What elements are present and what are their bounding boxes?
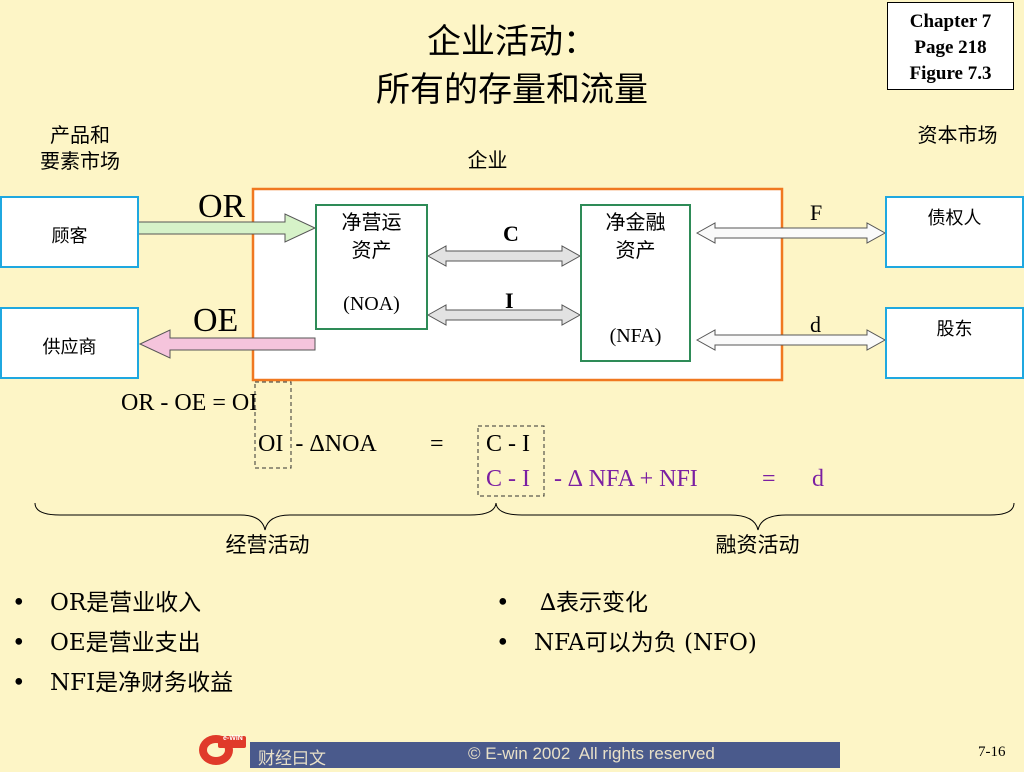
ci-dashed-box <box>477 425 545 497</box>
bullet-delta: ∆表示变化 <box>540 590 649 616</box>
i-label: I <box>505 288 514 313</box>
logo-text: e-WIN <box>223 735 243 742</box>
operating-brace <box>34 502 497 531</box>
equation-3-nfa: - ∆ NFA + NFI <box>554 466 698 492</box>
customer-box: 顾客 <box>0 196 139 268</box>
c-label: C <box>503 221 519 246</box>
footer: e-WIN 财经曰文 © E-win 2002 All rights reser… <box>0 735 1024 768</box>
supplier-box: 供应商 <box>0 307 139 379</box>
footer-brand: 财经曰文 <box>258 749 326 768</box>
operating-activities-label: 经营活动 <box>225 533 310 557</box>
equation-2-left: OI - ΔNOA <box>258 431 377 457</box>
nfa-line-1: 净金融 <box>605 210 666 234</box>
bullet-marker: • <box>12 630 26 656</box>
shareholder-box: 股东 <box>885 307 1024 379</box>
reference-box: Chapter 7 Page 218 Figure 7.3 <box>887 2 1014 90</box>
bullet-or: OR是营业收入 <box>50 590 202 616</box>
equation-3-d: d <box>812 466 824 492</box>
product-market-line-2: 要素市场 <box>40 149 120 173</box>
noa-box: 净营运 资产 (NOA) <box>315 204 428 330</box>
oe-label: OE <box>193 302 239 339</box>
product-market-line-1: 产品和 <box>50 123 110 147</box>
ref-page: Page 218 <box>914 37 987 58</box>
page-number: 7-16 <box>978 744 1006 760</box>
ref-figure: Figure 7.3 <box>909 63 992 84</box>
or-arrow <box>137 213 317 243</box>
footer-bar <box>250 742 840 768</box>
bullet-nfi: NFI是净财务收益 <box>50 670 234 696</box>
creditor-box: 债权人 <box>885 196 1024 268</box>
nfa-code: (NFA) <box>609 325 662 347</box>
bullet-marker: • <box>496 590 510 616</box>
financing-brace <box>495 502 1015 531</box>
ref-chapter: Chapter 7 <box>909 11 992 32</box>
f-label: F <box>810 200 823 225</box>
footer-copyright: © E-win 2002 All rights reserved <box>468 744 715 763</box>
firm-label: 企业 <box>467 148 508 172</box>
ewin-logo-icon <box>199 735 246 765</box>
noa-code: (NOA) <box>343 293 400 315</box>
financing-activities-label: 融资活动 <box>715 533 800 557</box>
noa-line-2: 资产 <box>351 238 392 262</box>
equation-2-right: C - I <box>486 431 530 457</box>
bullet-marker: • <box>12 590 26 616</box>
nfa-line-2: 资产 <box>615 238 656 262</box>
bullet-marker: • <box>496 630 510 656</box>
nfa-box: 净金融 资产 (NFA) <box>580 204 691 362</box>
bullet-oe: OE是营业支出 <box>50 630 201 656</box>
bullet-nfa: NFA可以为负 (NFO) <box>534 630 757 656</box>
capital-market-label: 资本市场 <box>917 123 998 147</box>
or-label: OR <box>198 188 246 225</box>
title-line-2: 所有的存量和流量 <box>376 70 648 110</box>
oe-arrow <box>138 329 316 359</box>
bullet-marker: • <box>12 670 26 696</box>
noa-line-1: 净营运 <box>341 210 402 234</box>
equation-3-equals: = <box>762 466 776 492</box>
title-line-1: 企业活动： <box>427 22 597 62</box>
product-market-label: 产品和 要素市场 <box>20 122 140 174</box>
oi-dashed-box <box>254 381 292 469</box>
equation-1: OR - OE = OI <box>121 390 258 416</box>
ewin-logo: e-WIN <box>196 728 248 768</box>
equation-3-ci: C - I <box>486 466 530 492</box>
equation-2-equals: = <box>430 431 444 457</box>
d-label: d <box>810 312 821 337</box>
